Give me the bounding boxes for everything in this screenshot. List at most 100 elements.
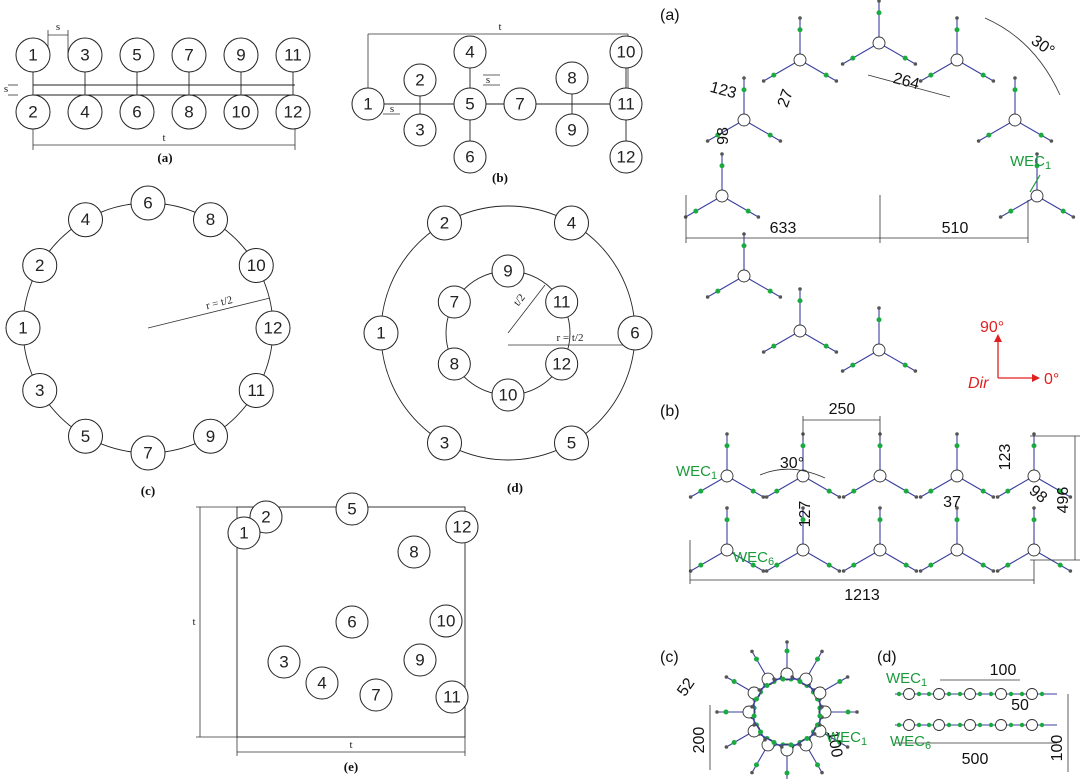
turbine-number: 11 (284, 46, 302, 65)
wec-device (903, 688, 915, 700)
turbine-circle (267, 645, 301, 679)
wec-device (840, 0, 918, 66)
right-d-caption: (d) (877, 649, 897, 666)
turbine-number: 12 (453, 518, 472, 537)
direction-indicator: 90° 0° Dir (968, 319, 1059, 392)
turbine-number: 11 (247, 381, 265, 400)
left-b-caption: (b) (492, 170, 508, 185)
turbine-circle (223, 94, 259, 130)
left-d-outer-node: 3 (427, 425, 462, 461)
right-b-dim-127: 127 (797, 501, 814, 528)
turbine-circle (335, 492, 369, 526)
left-c-node: 6 (130, 185, 166, 221)
turbine-circle (435, 680, 469, 714)
turbine-number: 10 (247, 256, 266, 275)
wec-device (995, 432, 1073, 499)
turbine-circle (403, 63, 437, 97)
left-b-node: 3 (403, 113, 437, 147)
right-d-dim-500: 500 (962, 751, 989, 768)
turbine-number: 8 (450, 355, 459, 374)
turbine-number: 3 (440, 433, 449, 452)
left-e-node: 11 (435, 680, 469, 714)
wec-device (761, 16, 839, 83)
left-a-node: 11 (275, 37, 311, 73)
turbine-circle (119, 37, 155, 73)
left-d-outer-node: 1 (363, 315, 399, 351)
turbine-number: 7 (515, 95, 524, 114)
turbine-number: 12 (284, 103, 303, 122)
wec-device (933, 688, 945, 700)
turbine-circle (67, 94, 103, 130)
turbine-circle (453, 87, 487, 121)
dir-name: Dir (968, 375, 989, 392)
turbine-number: 7 (371, 686, 380, 705)
wec-device (964, 688, 976, 700)
turbine-number: 8 (184, 103, 193, 122)
turbine-number: 3 (80, 46, 89, 65)
wec-device (841, 432, 919, 499)
turbine-circle (238, 248, 274, 283)
turbine-number: 3 (35, 381, 44, 400)
turbine-number: 12 (552, 355, 571, 374)
wec-device (995, 719, 1007, 731)
right-c-dim-200: 200 (691, 727, 708, 754)
left-c-node: 9 (193, 418, 228, 454)
right-c-dim-100: 100 (824, 730, 845, 759)
turbine-number: 6 (143, 194, 152, 213)
turbine-number: 8 (206, 210, 215, 229)
left-d-inner-node: 9 (491, 254, 525, 288)
wec-device (764, 432, 842, 499)
left-a-t-label: t (162, 132, 165, 144)
turbine-circle (437, 285, 471, 319)
left-d-outer-node: 6 (617, 315, 653, 351)
wec-device (688, 506, 766, 573)
wec-device (1026, 719, 1038, 731)
panel-right-d: (d) 100 50 500 100 WEC1 WEC6 (877, 649, 1069, 772)
dir-x-label: 0° (1044, 371, 1059, 388)
left-b-node: 9 (555, 113, 589, 147)
turbine-circle (68, 202, 103, 238)
turbine-circle (363, 315, 399, 351)
left-b-node: 10 (609, 35, 643, 69)
turbine-circle (68, 418, 103, 454)
left-d-caption: (d) (507, 480, 523, 495)
right-d-dim-50: 50 (1011, 697, 1029, 714)
left-a-node: 7 (171, 37, 207, 73)
turbine-circle (403, 113, 437, 147)
turbine-circle (491, 378, 525, 412)
turbine-number: 4 (317, 674, 326, 693)
left-b-s-label-2: s (390, 103, 394, 115)
left-c-node: 12 (255, 310, 291, 346)
turbine-number: 10 (617, 43, 636, 62)
left-d-outer-node: 2 (427, 205, 462, 241)
right-d-dim-100: 100 (990, 662, 1017, 679)
wec-device (683, 152, 761, 219)
turbine-number: 2 (415, 71, 424, 90)
left-d-inner-node: 10 (491, 378, 525, 412)
turbine-number: 9 (206, 427, 215, 446)
right-a-dim-27: 27 (775, 87, 797, 110)
turbine-circle (427, 205, 462, 241)
left-b-node: 12 (609, 140, 643, 174)
turbine-circle (429, 604, 463, 638)
wec-device (933, 719, 945, 731)
turbine-circle (255, 310, 291, 346)
turbine-circle (503, 87, 537, 121)
turbine-circle (491, 254, 525, 288)
left-b-node: 11 (609, 87, 643, 121)
turbine-circle (130, 435, 166, 471)
turbine-circle (555, 113, 589, 147)
turbine-number: 11 (443, 688, 461, 707)
left-a-s-label: s (56, 21, 60, 33)
turbine-number: 1 (239, 524, 248, 543)
turbine-number: 10 (232, 103, 251, 122)
turbine-circle (305, 666, 339, 700)
turbine-number: 12 (264, 319, 283, 338)
wec-device (918, 506, 996, 573)
left-e-node: 12 (445, 510, 479, 544)
right-a-dim-264: 264 (891, 70, 921, 93)
